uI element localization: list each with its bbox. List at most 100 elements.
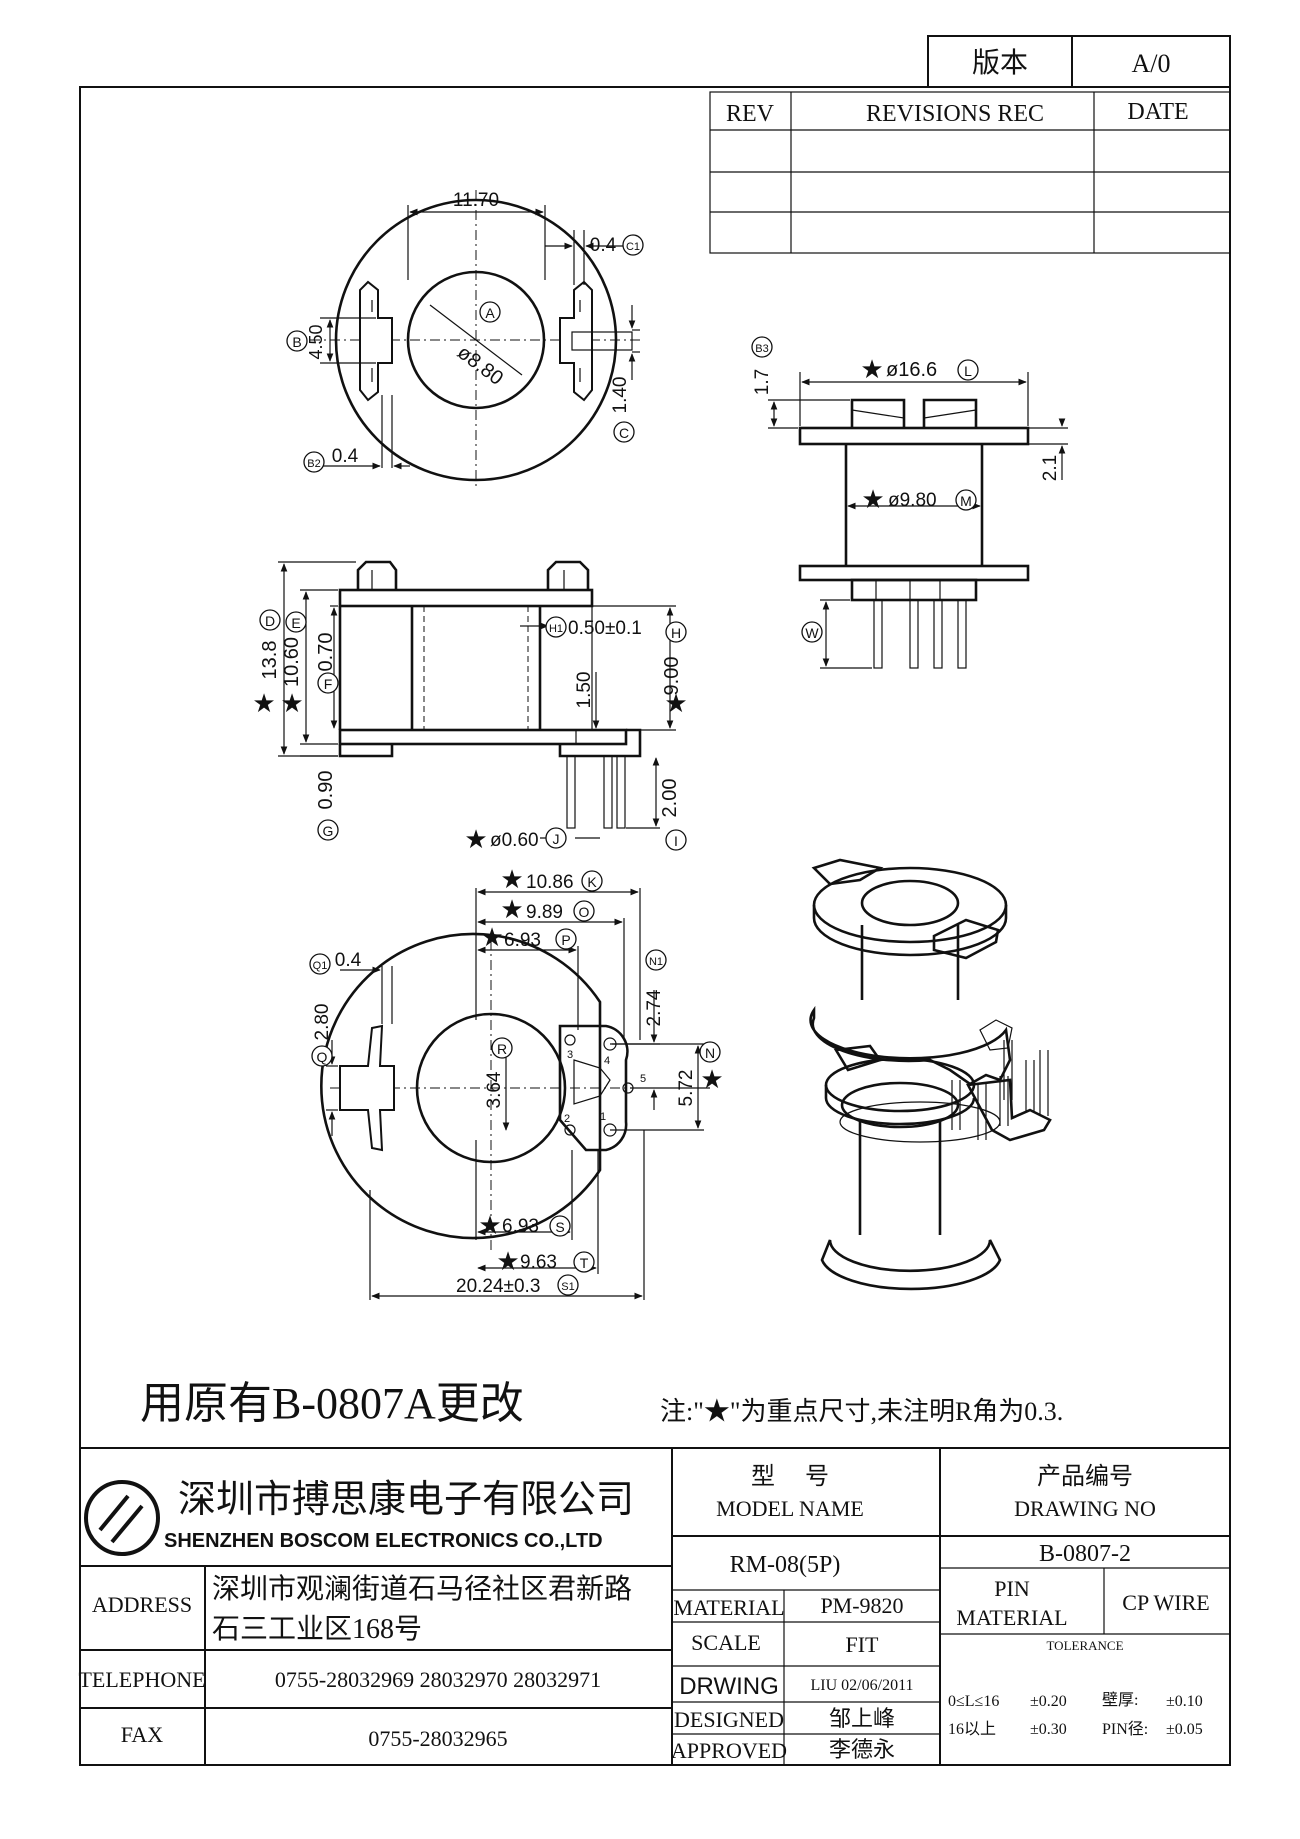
dim-q1: 0.4	[335, 950, 362, 971]
model-label-en: MODEL NAME	[716, 1496, 864, 1521]
tag-s1: S1	[561, 1281, 574, 1293]
front-view: 13.8 D ★ 10.60 E ★ 0.70 F 9.00 H ★ H1 0.…	[252, 560, 688, 854]
tag-h1: H1	[549, 623, 563, 635]
tag-k: K	[587, 874, 597, 890]
dim-2-1: 2.1	[1040, 455, 1061, 481]
address-line2: 石三工业区168号	[212, 1614, 422, 1645]
dim-2-80: 2.80	[312, 1004, 333, 1041]
tag-l: L	[964, 363, 972, 379]
top-view: 11.70 ø8.80 A 4.50 B 0.4 C1 1.40 C 0.4	[286, 190, 644, 490]
address-label: ADDRESS	[92, 1592, 192, 1617]
pin-material-value: CP WIRE	[1122, 1590, 1209, 1615]
material-value: PM-9820	[820, 1593, 903, 1618]
tol-row1-wall-val: ±0.10	[1166, 1693, 1203, 1710]
fax-label: FAX	[121, 1722, 163, 1747]
dim-6-93-p: 6.93	[504, 930, 541, 951]
drawing-no-label-en: DRAWING NO	[1014, 1496, 1156, 1521]
dim-bore: ø8.80	[453, 341, 507, 389]
pin-5: 5	[640, 1073, 646, 1085]
company-name-cn: 深圳市搏思康电子有限公司	[178, 1479, 634, 1521]
scale-value: FIT	[846, 1632, 880, 1657]
tag-i: I	[674, 833, 678, 849]
tag-n: N	[705, 1045, 715, 1061]
tag-w: W	[805, 625, 819, 641]
dim-5-72: 5.72	[676, 1070, 697, 1107]
remark-left: 用原有B-0807A更改	[140, 1379, 524, 1428]
star-e: ★	[280, 688, 303, 718]
tag-n1: N1	[649, 956, 663, 968]
tolerance-label: TOLERANCE	[1046, 1638, 1123, 1653]
tag-m: M	[960, 493, 972, 509]
dim-1-50: 1.50	[574, 672, 595, 709]
revisions-table: REV REVISIONS REC DATE	[709, 91, 1231, 254]
tag-o: O	[579, 904, 590, 920]
tag-c: C	[619, 425, 629, 441]
dim-b2: 0.4	[332, 446, 359, 467]
remark-right: 注:"★"为重点尺寸,未注明R角为0.3.	[660, 1397, 1063, 1426]
tag-h: H	[671, 625, 681, 641]
tag-c1: C1	[626, 241, 640, 253]
tag-q: Q	[317, 1049, 328, 1065]
star-s: ★	[478, 1210, 501, 1240]
material-label: MATERIAL	[673, 1595, 784, 1620]
tag-q1: Q1	[313, 960, 328, 972]
tag-e: E	[291, 615, 300, 631]
dim-6-93-s: 6.93	[502, 1216, 539, 1237]
approved-label: APPROVED	[671, 1738, 787, 1763]
dim-11-70: 11.70	[453, 190, 499, 211]
tag-b2: B2	[307, 458, 320, 470]
revision-label: 版本	[972, 47, 1028, 79]
dim-2-00: 2.00	[659, 779, 681, 818]
star-n: ★	[700, 1064, 723, 1094]
star-d: ★	[252, 688, 275, 718]
star-h: ★	[664, 688, 687, 718]
pin-label: PIN	[994, 1576, 1030, 1601]
dim-10-60: 10.60	[281, 637, 303, 687]
bottom-view: 3 4 5 2 1 ★ 10.86 K ★ 9.89 O ★ 6.93 P 0.…	[309, 864, 724, 1300]
address-line1: 深圳市观澜街道石马径社区君新路	[212, 1573, 632, 1605]
title-block: 深圳市搏思康电子有限公司 SHENZHEN BOSCOM ELECTRONICS…	[78, 1447, 1230, 1765]
pin-4: 4	[604, 1055, 610, 1067]
tag-g: G	[323, 823, 334, 839]
tag-b3: B3	[755, 343, 768, 355]
tag-p: P	[561, 932, 570, 948]
revision-value: A/0	[1132, 49, 1171, 78]
dim-9-63: 9.63	[520, 1252, 557, 1273]
tag-d: D	[265, 613, 275, 629]
star-j: ★	[464, 824, 487, 854]
scale-label: SCALE	[691, 1630, 761, 1655]
star-l: ★	[860, 354, 883, 384]
dim-9-00: 9.00	[661, 657, 683, 696]
pin-material-label: MATERIAL	[956, 1605, 1067, 1630]
star-k: ★	[500, 864, 523, 894]
pin-3: 3	[567, 1049, 573, 1061]
designed-value: 邹上峰	[829, 1706, 895, 1731]
star-o: ★	[500, 894, 523, 924]
dim-9-80: ø9.80	[888, 490, 937, 511]
dim-c: 1.40	[610, 377, 631, 414]
iso-view-bottom	[820, 1040, 1052, 1291]
dim-2-74: 2.74	[644, 989, 665, 1026]
telephone-value: 0755-28032969 28032970 28032971	[275, 1667, 601, 1692]
tag-f: F	[324, 676, 333, 692]
tol-row2-pin-val: ±0.05	[1166, 1721, 1203, 1738]
star-p: ★	[480, 922, 503, 952]
tag-a: A	[485, 305, 495, 321]
pin-2: 2	[564, 1113, 570, 1125]
rev-header: REV	[726, 101, 775, 127]
dim-4-50: 4.50	[306, 324, 326, 359]
drawing-frame	[79, 86, 1231, 1766]
drwing-label: DRWING	[679, 1673, 779, 1700]
tag-b: B	[292, 334, 301, 350]
model-value: RM-08(5P)	[730, 1552, 841, 1578]
date-header: DATE	[1127, 99, 1188, 125]
dim-13-8: 13.8	[259, 641, 281, 680]
star-m: ★	[861, 484, 884, 514]
tag-s: S	[555, 1219, 564, 1235]
designed-label: DESIGNED	[674, 1707, 784, 1732]
tol-row1-range: 0≤L≤16	[948, 1693, 999, 1710]
dim-0-50: 0.50±0.1	[568, 618, 642, 639]
drawing-no-value: B-0807-2	[1039, 1541, 1131, 1567]
tol-row2-range: 16以上	[948, 1720, 996, 1738]
